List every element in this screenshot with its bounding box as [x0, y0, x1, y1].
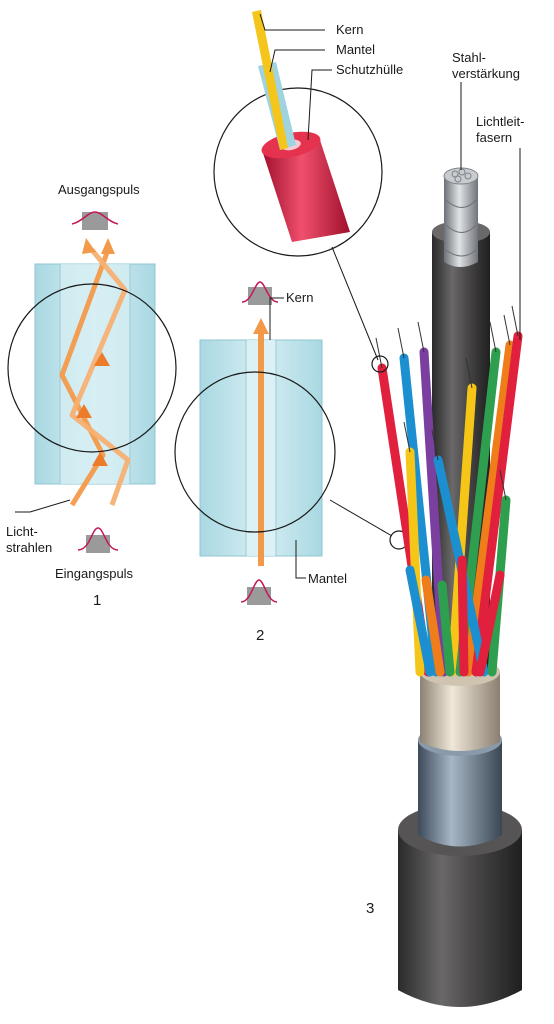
light-ray-2	[69, 248, 131, 506]
optical-fibers-group	[375, 305, 523, 677]
label-licht-2: fasern	[476, 130, 513, 145]
magnified-fiber	[213, 10, 389, 373]
fiber-tip	[431, 429, 439, 461]
output-pulse-box	[82, 212, 108, 230]
fiber-tip	[503, 314, 511, 346]
magnifier-circle-3	[213, 87, 383, 257]
optical-fiber	[405, 565, 435, 677]
fiber-tip	[403, 421, 411, 453]
input-pulse-box-2	[247, 587, 271, 605]
label-stahl-2: verstärkung	[452, 66, 520, 81]
figure-number-3: 3	[366, 900, 375, 917]
optical-fiber	[475, 570, 505, 677]
label-schutzhuelle: Schutzhülle	[336, 62, 404, 77]
fiber-tip	[465, 357, 473, 389]
figure-number-2: 2	[256, 627, 265, 644]
figure-1-multimode	[7, 211, 177, 553]
fiber-tip	[489, 321, 497, 353]
label-eingangspuls: Eingangspuls	[55, 566, 134, 581]
label-stahl-1: Stahl-	[452, 50, 486, 65]
input-pulse-box	[86, 535, 110, 553]
optical-fiber	[447, 383, 477, 677]
label-kern-mid: Kern	[286, 290, 314, 305]
output-pulse-box-2	[248, 287, 272, 305]
label-mantel-top: Mantel	[336, 42, 376, 57]
figure-number-1: 1	[93, 592, 102, 609]
optical-fiber	[471, 331, 523, 677]
label-mantel-mid: Mantel	[308, 571, 348, 586]
magnifier-circle-1	[7, 283, 177, 453]
optical-fiber	[421, 575, 445, 677]
magnifier-circle-2	[174, 371, 336, 533]
figure-3-cable	[375, 82, 523, 1007]
optical-fiber	[437, 580, 455, 677]
label-lichtstrahlen-2: strahlen	[6, 540, 53, 555]
fiber-tip	[375, 337, 383, 369]
fiber-tip	[499, 469, 507, 501]
label-licht-1: Lichtleit-	[476, 114, 525, 129]
label-kern-top: Kern	[336, 22, 364, 37]
figure-2-singlemode	[174, 281, 409, 605]
fiber-tip	[397, 327, 405, 359]
optical-fiber	[457, 555, 469, 677]
fiber-tip	[511, 305, 519, 337]
label-lichtstrahlen-1: Licht-	[6, 524, 38, 539]
label-ausgangspuls: Ausgangspuls	[58, 182, 140, 197]
fiber-tip	[417, 321, 425, 353]
